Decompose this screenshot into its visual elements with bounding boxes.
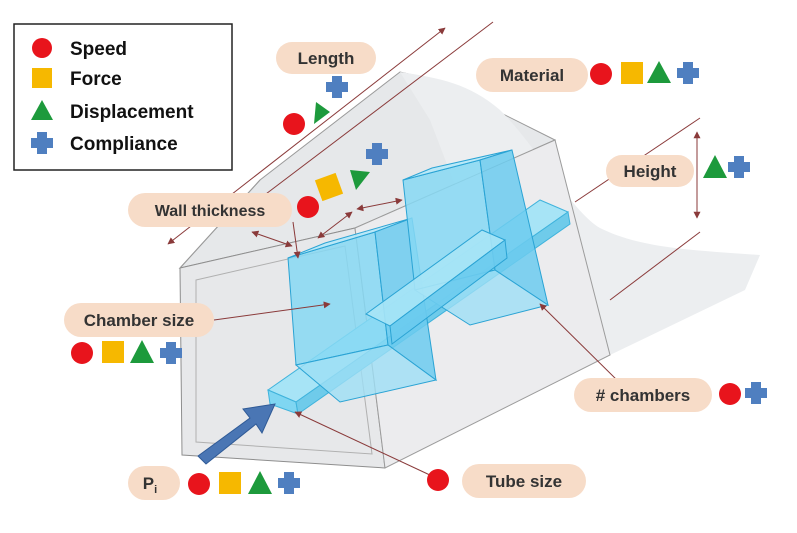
chamber-size-speed-icon [71, 342, 93, 364]
chamber-front-bottom [294, 344, 438, 403]
pressure-symbols [188, 471, 300, 495]
label-tube-size: Tube size [462, 464, 586, 498]
pressure-force-icon [219, 472, 241, 494]
pressure-displacement-icon [248, 471, 272, 494]
chamber-size-displacement-icon [130, 340, 154, 363]
num-chambers-speed-icon [719, 383, 741, 405]
chamber-size-force-icon [102, 341, 124, 363]
pressure-subscript: i [154, 484, 157, 496]
length-symbols [283, 76, 348, 135]
legend-force-label: Force [70, 69, 122, 90]
label-pressure-text: Pi [143, 474, 157, 496]
legend-displacement-label: Displacement [70, 102, 194, 123]
wall-thickness-force-icon [314, 172, 344, 202]
legend-displacement-icon [31, 100, 53, 120]
material-speed-icon [590, 63, 612, 85]
tube-size-pointer [294, 411, 433, 477]
legend-speed-icon [32, 38, 52, 58]
wall-thickness-displacement-icon [350, 170, 370, 190]
chamber-size-symbols [71, 340, 182, 364]
height-compliance-icon [728, 156, 750, 178]
label-height-text: Height [624, 162, 677, 181]
label-chamber-size: Chamber size [64, 303, 214, 337]
length-compliance-icon [326, 76, 348, 98]
tube-size-symbols [427, 469, 449, 491]
label-num-chambers: # chambers [574, 378, 712, 412]
chamber-size-compliance-icon [160, 342, 182, 364]
label-tube-size-text: Tube size [486, 472, 562, 491]
body-rear-surface [400, 72, 760, 355]
chamber-connector [365, 229, 508, 345]
height-extension-bottom [609, 231, 701, 301]
legend-compliance-icon [31, 132, 53, 154]
material-displacement-icon [647, 61, 671, 83]
pressure-speed-icon [188, 473, 210, 495]
label-wall-thickness: Wall thickness [128, 193, 292, 227]
wall-thickness-arrow-1 [251, 230, 293, 248]
label-wall-thickness-text: Wall thickness [155, 203, 266, 220]
pressure-main: P [143, 474, 154, 493]
chamber-size-pointer [213, 301, 331, 321]
length-speed-icon [283, 113, 305, 135]
wall-thickness-symbols [297, 143, 388, 218]
height-displacement-icon [703, 155, 727, 178]
legend-compliance-label: Compliance [70, 134, 178, 155]
length-displacement-icon [314, 102, 330, 124]
label-length: Length [276, 42, 376, 74]
label-material-text: Material [500, 66, 564, 85]
label-pressure: Pi [128, 466, 180, 500]
pressure-compliance-icon [278, 472, 300, 494]
legend: Speed Force Displacement Compliance [13, 23, 233, 171]
num-chambers-compliance-icon [745, 382, 767, 404]
material-force-icon [621, 62, 643, 84]
pressure-input-arrow [197, 403, 276, 465]
num-chambers-pointer [539, 303, 623, 386]
wall-thickness-arrow-3 [356, 197, 403, 212]
height-symbols [703, 155, 750, 178]
label-length-text: Length [298, 49, 355, 68]
wall-thickness-arrow-2 [317, 211, 353, 239]
connector-side [389, 239, 508, 345]
wall-thickness-arrow-4 [292, 221, 301, 259]
material-compliance-icon [677, 62, 699, 84]
label-height: Height [606, 155, 694, 187]
num-chambers-symbols [719, 382, 767, 405]
wall-thickness-compliance-icon [366, 143, 388, 165]
label-material: Material [476, 58, 588, 92]
material-symbols [590, 61, 699, 85]
wall-thickness-speed-icon [297, 196, 319, 218]
legend-force-icon [32, 68, 52, 88]
length-extension-line [257, 21, 494, 201]
label-num-chambers-text: # chambers [596, 386, 691, 405]
legend-speed-label: Speed [70, 39, 127, 60]
label-chamber-size-text: Chamber size [84, 311, 195, 330]
tube-size-speed-icon [427, 469, 449, 491]
